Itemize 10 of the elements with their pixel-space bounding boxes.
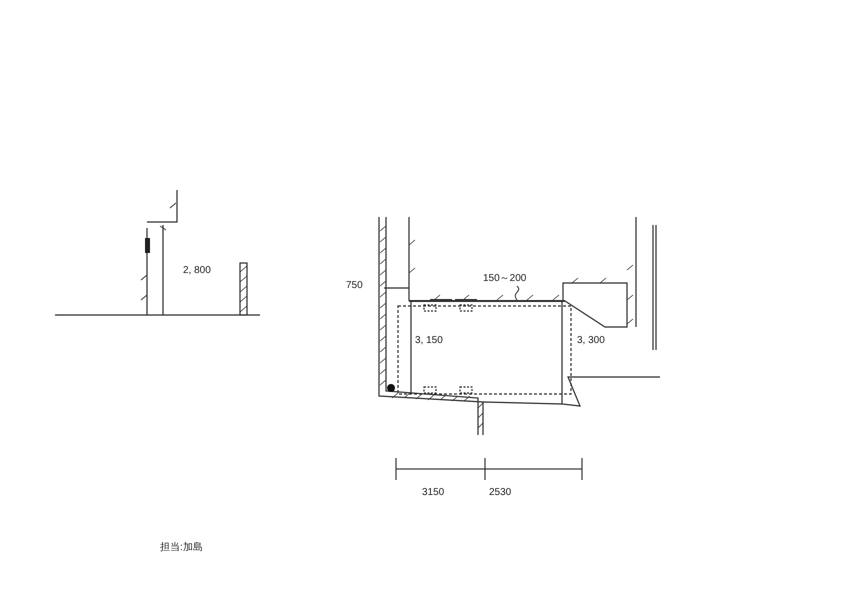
dimension-text: 3150 bbox=[422, 488, 444, 498]
dimension-text: 150～200 bbox=[483, 273, 526, 284]
leader-line bbox=[514, 286, 520, 300]
dimension-text: 3, 150 bbox=[415, 336, 443, 346]
dimension-text: 2, 800 bbox=[183, 266, 211, 276]
dimension-text: 750 bbox=[346, 281, 363, 291]
staff-note: 担当:加島 bbox=[160, 543, 203, 553]
wall-line bbox=[409, 300, 565, 302]
dimension-text: 2530 bbox=[489, 488, 512, 498]
dimension-text: 3, 300 bbox=[577, 336, 605, 346]
